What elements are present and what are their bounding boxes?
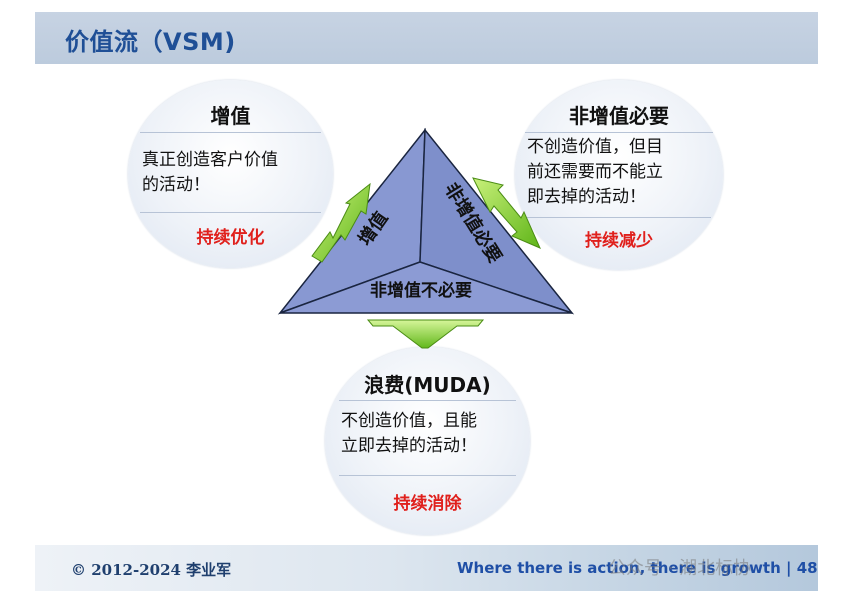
arrow-to-waste <box>368 320 483 348</box>
page-number: 48 <box>797 559 818 577</box>
watermark: 公众号 · 湖北标协 <box>608 554 751 580</box>
triangle-label-non-value-unnecessary: 非增值不必要 <box>370 280 472 301</box>
copyright: © 2012-2024 李业军 <box>71 559 231 580</box>
separator: | <box>786 559 797 577</box>
